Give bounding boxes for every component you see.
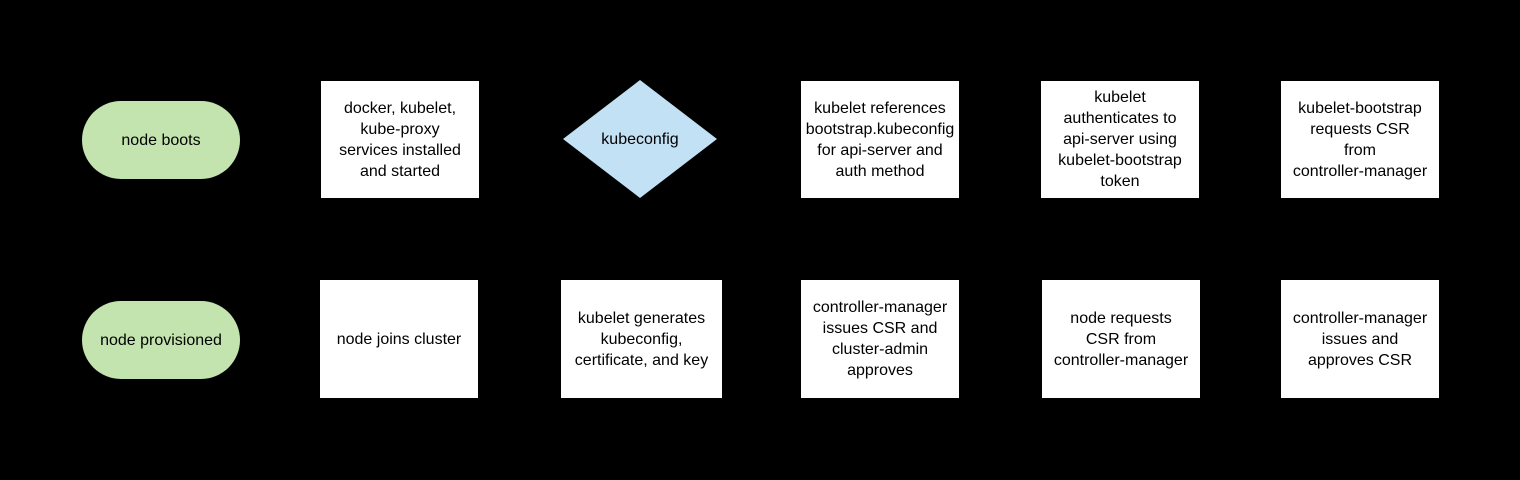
process-bootstrap-requests-csr: kubelet-bootstrap requests CSR from cont… bbox=[1281, 81, 1439, 198]
node-label: node provisioned bbox=[100, 331, 222, 349]
node-label: node boots bbox=[121, 131, 201, 149]
node-label: kubelet authenticates to api-server usin… bbox=[1058, 89, 1182, 190]
node-label: docker, kubelet, kube-proxy services ins… bbox=[339, 99, 461, 180]
node-label: controller-manager issues CSR and cluste… bbox=[812, 299, 948, 379]
process-kubelet-references-bootstrap: kubelet references bootstrap.kubeconfig … bbox=[801, 81, 959, 198]
node-label: kubelet-bootstrap requests CSR from cont… bbox=[1292, 99, 1428, 180]
process-cm-issues-approves-csr: controller-manager issues and approves C… bbox=[1281, 280, 1439, 398]
node-label: kubeconfig bbox=[601, 130, 679, 148]
process-node-joins-cluster: node joins cluster bbox=[320, 280, 478, 398]
process-kubelet-authenticates: kubelet authenticates to api-server usin… bbox=[1041, 81, 1199, 198]
node-label: node requests CSR from controller-manage… bbox=[1053, 309, 1189, 369]
decision-kubeconfig: kubeconfig bbox=[563, 80, 717, 198]
node-label: node joins cluster bbox=[336, 330, 462, 348]
process-cm-issues-admin-approves: controller-manager issues CSR and cluste… bbox=[801, 280, 959, 398]
node-label: controller-manager issues and approves C… bbox=[1292, 309, 1428, 369]
terminator-node-provisioned: node provisioned bbox=[82, 301, 240, 379]
node-label: kubelet references bootstrap.kubeconfig … bbox=[805, 99, 955, 180]
process-services-installed: docker, kubelet, kube-proxy services ins… bbox=[321, 81, 479, 198]
process-node-requests-csr: node requests CSR from controller-manage… bbox=[1042, 280, 1200, 398]
process-kubelet-generates: kubelet generates kubeconfig, certificat… bbox=[561, 280, 722, 398]
terminator-node-boots: node boots bbox=[82, 101, 240, 179]
node-label: kubelet generates kubeconfig, certificat… bbox=[574, 309, 709, 369]
